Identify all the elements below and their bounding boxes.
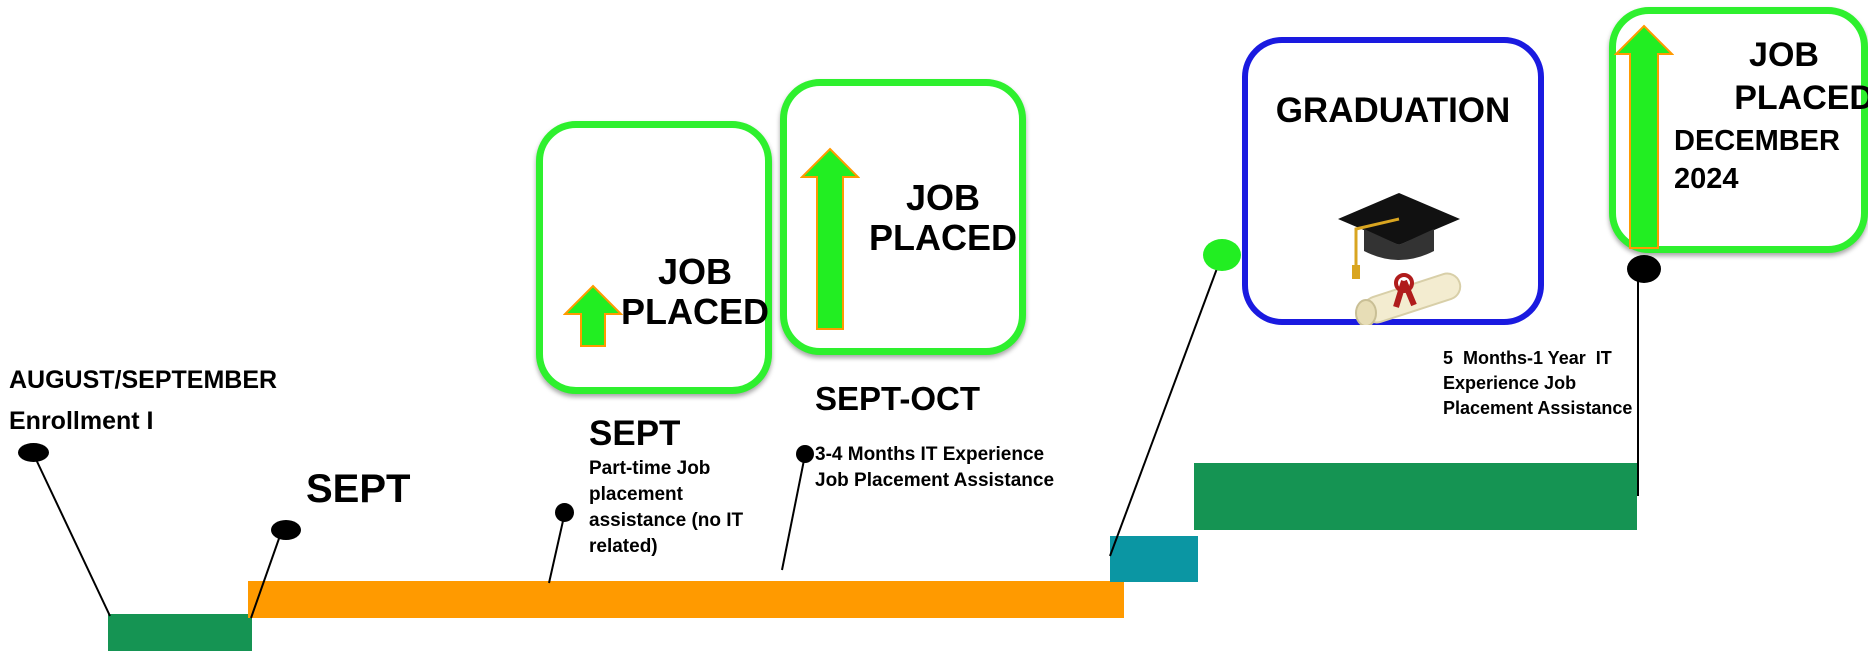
job-text: JOB — [1749, 36, 1819, 74]
graduation-title: GRADUATION — [1275, 91, 1511, 130]
job-placed-card-2: JOB PLACED — [780, 79, 1026, 355]
parttime-marker — [555, 503, 574, 522]
sept-oct-desc: 3-4 Months IT Experience Job Placement A… — [815, 444, 1055, 491]
job-placed-text-3: JOB PLACED — [1664, 34, 1868, 120]
job-text: JOB — [657, 251, 733, 292]
up-arrow-icon — [1614, 24, 1674, 249]
job-placed-date: DECEMBER 2024 — [1674, 122, 1868, 198]
sept-oct-title: SEPT-OCT — [815, 380, 981, 417]
december-marker — [1627, 255, 1661, 283]
parttime-desc: Part-time Job placement assistance (no I… — [589, 458, 744, 557]
graduation-cap-icon — [1338, 193, 1462, 325]
placed-text: PLACED — [620, 291, 769, 333]
placed-text: PLACED — [1734, 79, 1868, 117]
job-placed-text-2: JOB PLACED — [863, 177, 1023, 259]
job-placed-card-3: JOB PLACED DECEMBER 2024 — [1609, 7, 1868, 253]
month-text: DECEMBER — [1674, 125, 1840, 157]
experience-bar — [1194, 463, 1637, 530]
sept-big-label: SEPT — [306, 467, 411, 511]
enrollment-date-text: AUGUST/SEPTEMBER — [9, 366, 278, 394]
job-placed-text-1: JOB PLACED — [615, 251, 775, 333]
job-placed-card-1: JOB PLACED — [536, 121, 772, 394]
experience-desc: 5 Months-1 Year IT Experience Job Placem… — [1443, 348, 1633, 418]
graduation-marker — [1203, 239, 1241, 271]
year-text: 2024 — [1674, 163, 1739, 195]
enrollment-text: Enrollment I — [9, 407, 154, 435]
graduation-bar — [1110, 536, 1198, 582]
up-arrow-icon — [800, 147, 860, 330]
up-arrow-icon — [563, 284, 623, 347]
job-text: JOB — [905, 177, 981, 218]
diploma-icon — [1355, 272, 1462, 325]
enrollment-label: AUGUST/SEPTEMBER Enrollment I — [9, 360, 277, 442]
training-bar — [248, 581, 1124, 618]
graduation-card: GRADUATION — [1242, 37, 1544, 325]
placed-text: PLACED — [868, 217, 1017, 259]
enrollment-marker — [18, 443, 49, 462]
enrollment-bar — [108, 614, 252, 651]
sept-marker — [271, 520, 301, 540]
sept-oct-marker — [796, 445, 814, 463]
sept-small-title: SEPT — [589, 414, 681, 453]
